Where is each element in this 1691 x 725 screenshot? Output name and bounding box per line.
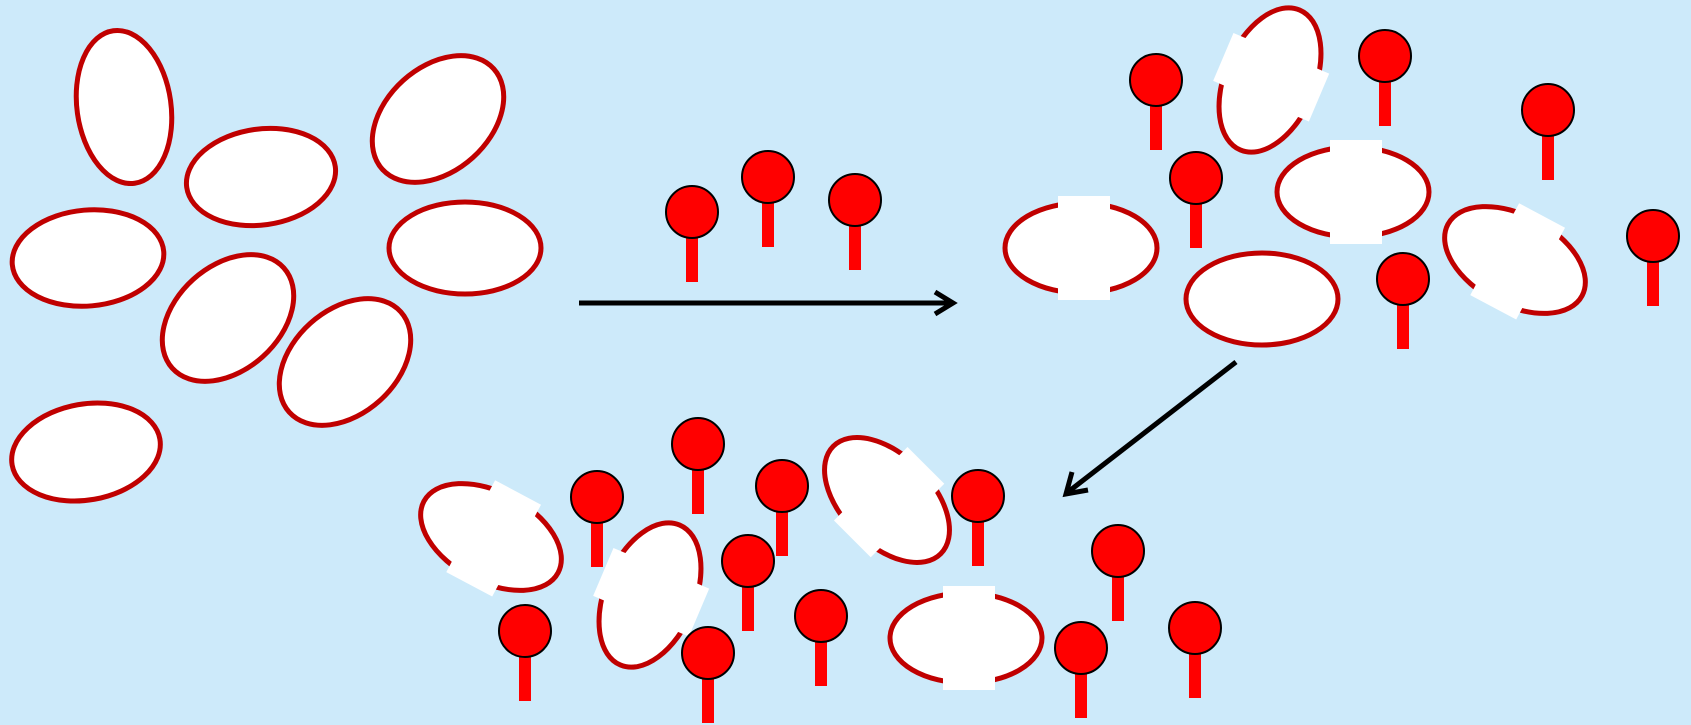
stage-2-partially-solubilized [1002,5,1680,350]
opened-vesicle [1213,5,1330,155]
intact-vesicle [276,296,414,428]
opened-vesicle [1002,196,1160,300]
stage-3-solubilized [418,417,1222,724]
stage-1-intact-vesicles [9,27,544,504]
intact-vesicle [159,252,297,384]
intact-vesicle [9,207,167,309]
opened-vesicle [822,435,952,565]
opened-vesicle [418,480,564,597]
opened-vesicle [887,586,1045,690]
opened-vesicle [1274,140,1432,244]
intact-vesicle [183,125,339,229]
arrow-right [579,289,958,317]
intact-vesicle [386,199,544,297]
arrow-down-left [1062,360,1238,498]
opened-vesicle [593,520,710,670]
opened-vesicle [1442,203,1588,320]
intact-vesicle [73,27,175,187]
intact-vesicle [369,53,507,185]
intact-vesicle [1183,250,1341,348]
intact-vesicle [9,400,163,504]
